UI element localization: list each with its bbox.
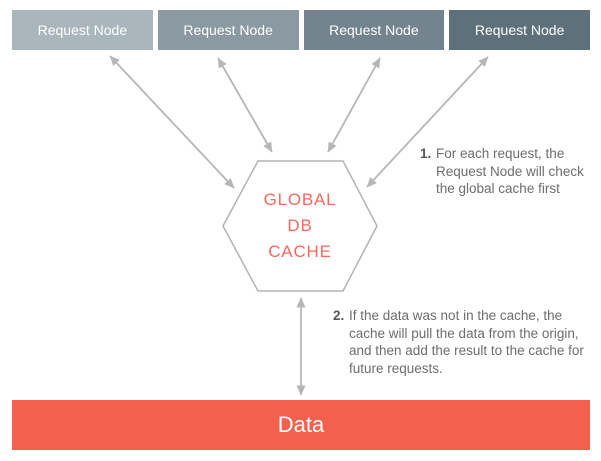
annotation-2-text: If the data was not in the cache, the ca… xyxy=(349,308,584,376)
annotation-2-number: 2. xyxy=(333,308,345,323)
cache-label-line-3: CACHE xyxy=(268,242,332,261)
arrow-node2-cache xyxy=(217,57,273,153)
arrow-node4-cache xyxy=(366,56,489,188)
arrow-node3-cache xyxy=(327,57,381,153)
request-node-4: Request Node xyxy=(449,10,590,50)
arrow-node1-cache xyxy=(109,55,235,189)
annotation-1-text: For each request, the Request Node will … xyxy=(436,146,584,196)
annotation-2: 2. If the data was not in the cache, the … xyxy=(333,307,585,377)
annotation-1: 1. For each request, the Request Node wil… xyxy=(420,145,588,198)
annotation-1-number: 1. xyxy=(420,146,432,161)
request-nodes-row: Request Node Request Node Request Node R… xyxy=(12,10,590,50)
cache-label: GLOBAL DB CACHE xyxy=(223,187,377,265)
request-node-2: Request Node xyxy=(157,10,299,50)
cache-hexagon xyxy=(222,160,378,292)
cache-label-line-2: DB xyxy=(287,216,313,235)
data-bar-label: Data xyxy=(277,412,325,437)
cache-label-line-1: GLOBAL xyxy=(263,190,337,209)
request-node-3: Request Node xyxy=(303,10,445,50)
request-node-1: Request Node xyxy=(12,10,153,50)
data-bar: Data xyxy=(12,400,590,450)
